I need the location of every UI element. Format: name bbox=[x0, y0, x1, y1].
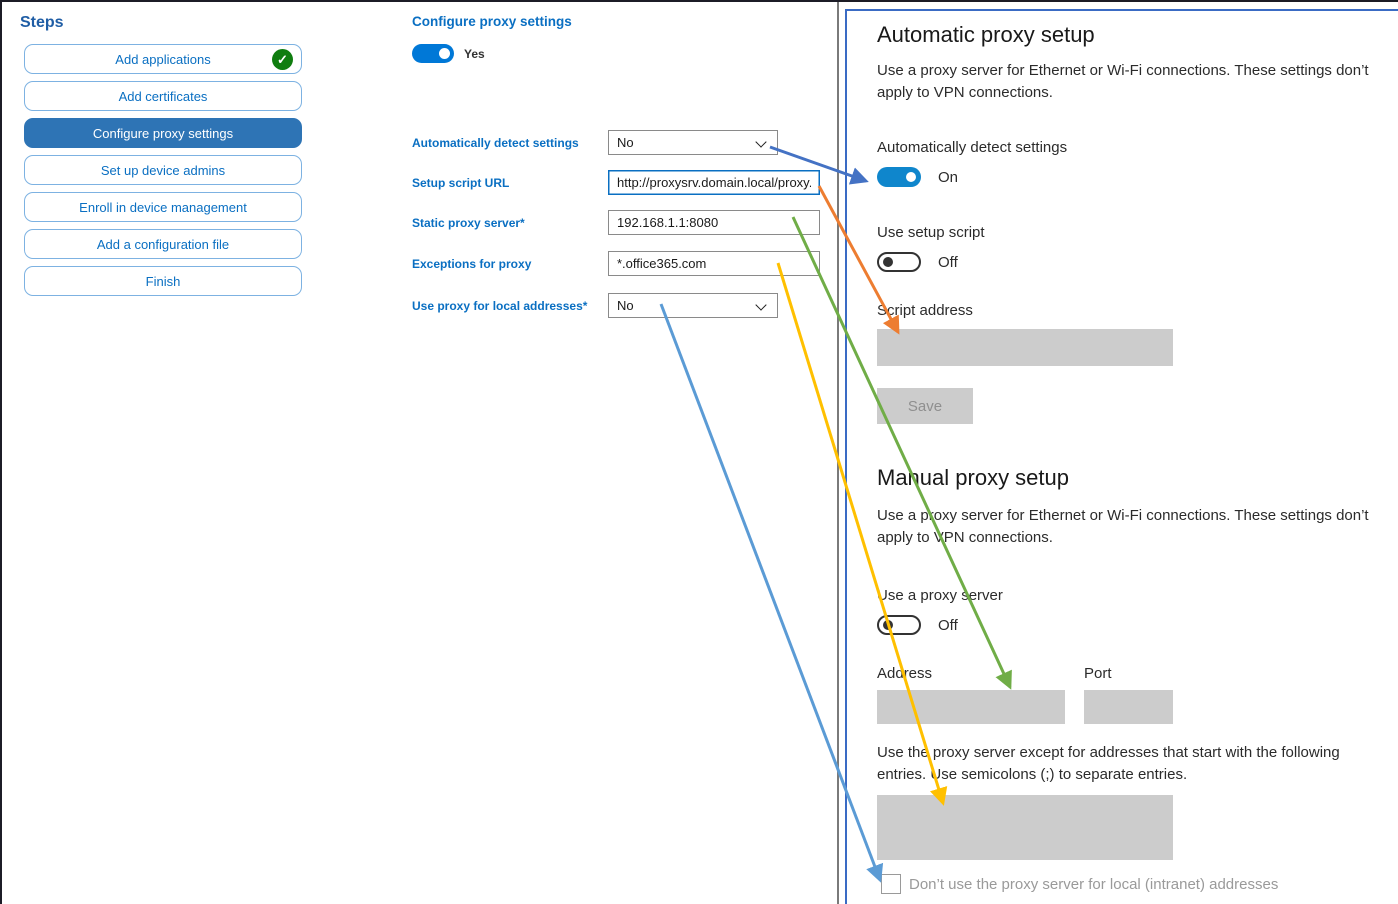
use-setup-script-state: Off bbox=[938, 254, 958, 271]
step-label: Enroll in device management bbox=[79, 199, 247, 215]
setup-script-url-input[interactable] bbox=[608, 170, 820, 195]
proxy-local-addresses-label: Use proxy for local addresses* bbox=[412, 299, 588, 313]
auto-detect-state: On bbox=[938, 169, 959, 186]
setup-script-url-label: Setup script URL bbox=[412, 176, 510, 190]
save-button[interactable]: Save bbox=[877, 388, 973, 424]
proxy-exceptions-input[interactable] bbox=[877, 795, 1173, 860]
detect-settings-value: No bbox=[617, 135, 634, 150]
local-addresses-checkbox-label: Don’t use the proxy server for local (in… bbox=[909, 876, 1279, 893]
toggle-knob bbox=[883, 620, 893, 630]
configure-proxy-toggle-label: Yes bbox=[464, 47, 485, 61]
auto-detect-toggle[interactable] bbox=[877, 167, 921, 187]
manual-proxy-heading: Manual proxy setup bbox=[877, 465, 1069, 490]
exceptions-for-proxy-label: Exceptions for proxy bbox=[412, 257, 532, 271]
exceptions-for-proxy-input[interactable] bbox=[608, 251, 820, 276]
step-finish[interactable]: Finish bbox=[24, 266, 302, 296]
script-address-input[interactable] bbox=[877, 329, 1173, 366]
configure-proxy-toggle[interactable] bbox=[412, 44, 454, 63]
step-label: Add a configuration file bbox=[96, 236, 230, 252]
proxy-local-addresses-value: No bbox=[617, 298, 634, 313]
detect-settings-label: Automatically detect settings bbox=[412, 136, 579, 150]
static-proxy-server-input[interactable] bbox=[608, 210, 820, 235]
step-label: Set up device admins bbox=[100, 162, 226, 178]
automatic-proxy-description: Use a proxy server for Ethernet or Wi-Fi… bbox=[877, 62, 1369, 101]
auto-detect-label: Automatically detect settings bbox=[877, 139, 1068, 156]
use-proxy-server-toggle[interactable] bbox=[877, 615, 921, 635]
use-proxy-server-label: Use a proxy server bbox=[877, 587, 1003, 604]
step-configure-proxy-settings[interactable]: Configure proxy settings bbox=[24, 118, 302, 148]
toggle-knob bbox=[906, 172, 916, 182]
form-title: Configure proxy settings bbox=[412, 14, 572, 29]
step-completed-check-icon: ✓ bbox=[272, 49, 293, 70]
script-address-label: Script address bbox=[877, 302, 973, 319]
automatic-proxy-heading: Automatic proxy setup bbox=[877, 22, 1095, 47]
chevron-down-icon bbox=[755, 136, 767, 148]
step-label: Configure proxy settings bbox=[92, 125, 234, 141]
toggle-knob bbox=[883, 257, 893, 267]
steps-list: Add applications ✓ Add certificates Conf… bbox=[24, 44, 302, 296]
detect-settings-select[interactable]: No bbox=[608, 130, 778, 155]
use-setup-script-label: Use setup script bbox=[877, 224, 985, 241]
toggle-knob bbox=[439, 48, 450, 59]
step-add-applications[interactable]: Add applications ✓ bbox=[24, 44, 302, 74]
address-input[interactable] bbox=[877, 690, 1065, 724]
section-divider bbox=[837, 2, 839, 904]
chevron-down-icon bbox=[755, 299, 767, 311]
proxy-exceptions-description: Use the proxy server except for addresse… bbox=[877, 744, 1340, 783]
proxy-local-addresses-select[interactable]: No bbox=[608, 293, 778, 318]
address-label: Address bbox=[877, 665, 933, 682]
steps-panel-title: Steps bbox=[20, 14, 64, 31]
port-label: Port bbox=[1084, 665, 1112, 682]
manual-proxy-description: Use a proxy server for Ethernet or Wi-Fi… bbox=[877, 507, 1369, 546]
step-enroll-in-device-management[interactable]: Enroll in device management bbox=[24, 192, 302, 222]
use-setup-script-toggle[interactable] bbox=[877, 252, 921, 272]
static-proxy-server-label: Static proxy server* bbox=[412, 216, 525, 230]
use-proxy-server-state: Off bbox=[938, 617, 958, 634]
local-addresses-checkbox[interactable] bbox=[881, 874, 901, 894]
step-label: Add applications bbox=[115, 51, 211, 67]
step-add-a-configuration-file[interactable]: Add a configuration file bbox=[24, 229, 302, 259]
step-label: Add certificates bbox=[118, 88, 208, 104]
step-add-certificates[interactable]: Add certificates bbox=[24, 81, 302, 111]
step-label: Finish bbox=[145, 273, 181, 289]
port-input[interactable] bbox=[1084, 690, 1173, 724]
step-set-up-device-admins[interactable]: Set up device admins bbox=[24, 155, 302, 185]
